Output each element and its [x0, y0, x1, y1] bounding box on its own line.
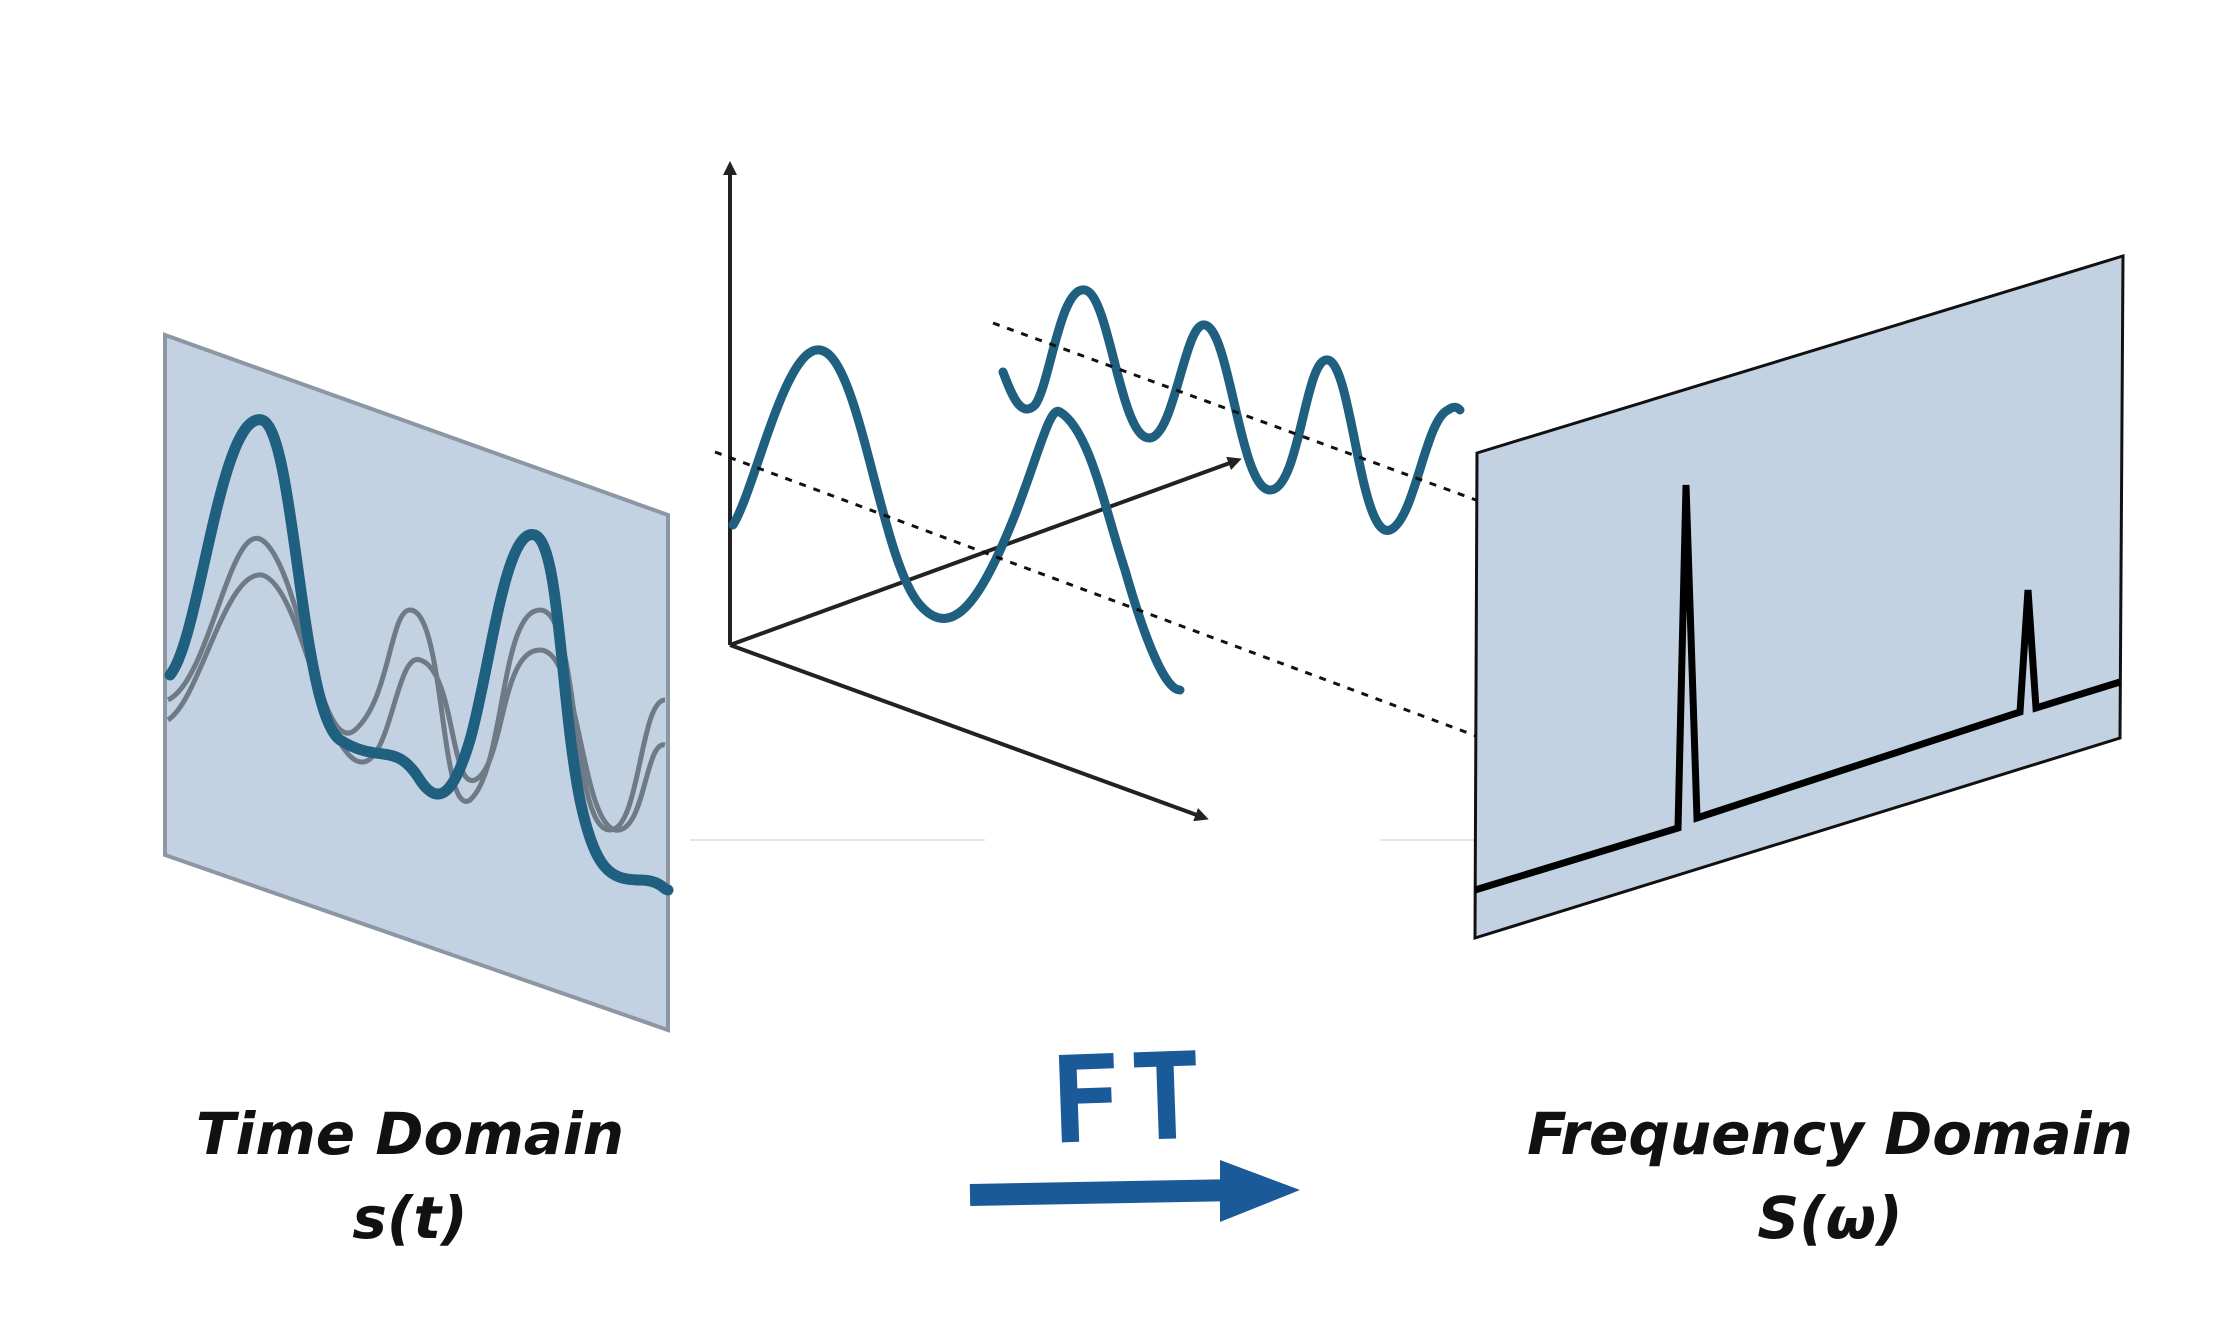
frequency-panel-plane — [1473, 253, 2125, 941]
right-arrow-icon — [969, 1179, 1241, 1206]
frequency-domain-title: Frequency Domain — [1527, 1100, 2133, 1168]
time-domain-title: Time Domain — [195, 1100, 625, 1168]
transform-label: FT — [1047, 1027, 1213, 1172]
time-wave-signal — [164, 414, 674, 896]
frequency-domain-panel — [1473, 253, 2125, 941]
time-wave-light-2 — [166, 572, 666, 833]
axis-time — [729, 643, 1209, 822]
time-domain-caption: Time Domain s(t) — [130, 1100, 690, 1253]
component-waves — [728, 285, 1465, 695]
time-domain-panel — [163, 332, 674, 1033]
frequency-domain-symbol: S(ω) — [1757, 1183, 1903, 1252]
sinusoid-high-frequency — [998, 285, 1465, 535]
time-wave-light-1 — [166, 535, 666, 833]
frequency-domain-caption: Frequency Domain S(ω) — [1500, 1100, 2160, 1253]
spectrum-line — [1473, 484, 2122, 894]
sinusoid-low-frequency — [728, 345, 1185, 695]
transform-arrow-head — [1220, 1160, 1300, 1222]
transform-arrow — [969, 1160, 1300, 1222]
time-domain-symbol: s(t) — [352, 1183, 468, 1252]
